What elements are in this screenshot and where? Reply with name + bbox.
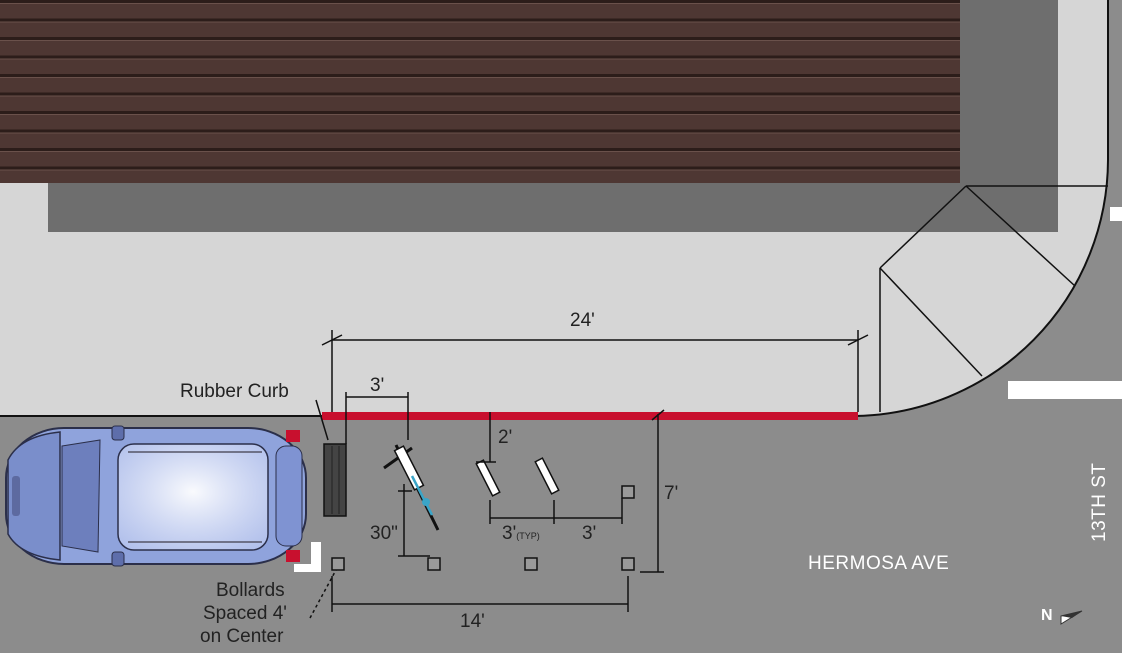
bike-rack-2 [534,457,560,495]
bicycle-icon [383,444,440,531]
dim-bollard-span: 14' [460,611,485,632]
bollard [427,557,441,571]
label-bollards-3: on Center [200,626,284,647]
dim-overall-length: 24' [570,310,595,331]
label-bollards-2: Spaced 4' [203,603,287,624]
dim-end-spacing: 3' [582,523,597,544]
stop-bar [1008,381,1122,399]
bollard [331,557,345,571]
bollard [621,485,635,499]
dim-bike-clearance: 30" [370,523,398,544]
street-label-cross: 13TH ST [1089,462,1110,542]
dim-rack-offset: 3' [370,375,385,396]
rubber-curb-block [323,443,347,517]
dim-rack-spacing-note: (TYP) [516,531,540,541]
lane-mark [1110,207,1122,221]
corner-mark [294,542,321,572]
north-arrow-icon [1060,610,1083,625]
north-arrow-label: N [1041,607,1054,624]
dim-rack-spacing: 3'(TYP) [502,524,540,543]
dim-rack-spacing-value: 3' [502,523,517,544]
red-curb-zone [322,412,858,420]
bollards [331,485,635,571]
label-bollards-1: Bollards [216,580,285,601]
building-roof [0,0,960,183]
parked-car [5,425,307,567]
bollard [524,557,538,571]
dim-zone-width: 7' [664,483,679,504]
bollard [621,557,635,571]
curb-ramp [879,185,1108,412]
dimension-lines [309,330,869,619]
curb-edge [0,0,1109,417]
dim-curb-setback: 2' [498,427,513,448]
label-rubber-curb: Rubber Curb [180,381,289,402]
street-label-avenue: HERMOSA AVE [808,553,950,574]
